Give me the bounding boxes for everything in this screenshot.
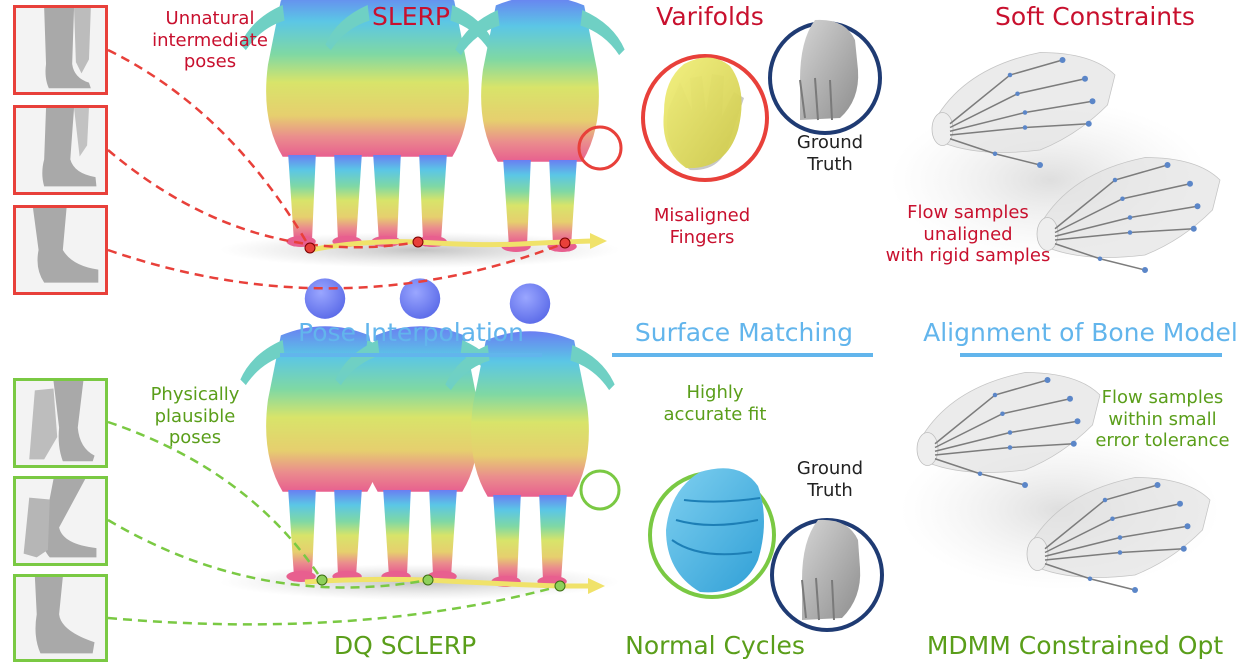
heading-normal-cycles: Normal Cycles	[625, 631, 805, 660]
trajectory-arrow-bottom	[304, 576, 590, 589]
leg-thumbnail-image	[32, 208, 99, 283]
thumbnail-frame-top-3	[13, 205, 108, 295]
thumbnail-frame-bottom-3	[13, 574, 108, 662]
annotation-unnatural-poses: Unnatural intermediate poses	[140, 8, 280, 73]
annotation-line: error tolerance	[1095, 430, 1230, 452]
pose-marker-top-1	[304, 242, 316, 254]
annotation-line: Misaligned	[653, 205, 751, 226]
pose-marker-bottom-2	[422, 574, 434, 586]
pose-marker-top-2	[412, 236, 424, 248]
annotation-line: Truth	[807, 153, 853, 175]
heading-dq-sclerp: DQ SCLERP	[333, 631, 477, 660]
connector-bottom-2	[107, 518, 429, 589]
connector-bottom-3	[107, 584, 561, 626]
annotation-line: accurate fit	[663, 403, 767, 425]
pose-marker-bottom-1	[316, 574, 328, 586]
heading-slerp: SLERP	[371, 2, 451, 31]
leg-thumbnail-image	[44, 8, 91, 89]
hand-highlight-circle-bottom	[579, 469, 621, 511]
annotation-line: Truth	[807, 479, 853, 501]
section-pose-interpolation: Pose Interpolation	[298, 318, 524, 347]
annotation-flow-within: Flow samples within small error toleranc…	[1075, 387, 1250, 452]
misaligned-hand-render	[663, 57, 744, 171]
hand-highlight-circle-top	[577, 125, 623, 171]
connector-bottom-1	[107, 420, 324, 581]
connector-top-1	[107, 48, 312, 249]
annotation-line: within small	[1108, 408, 1217, 430]
annotation-line: Highly	[686, 382, 744, 403]
annotation-line: intermediate	[152, 29, 268, 51]
heading-mdmm: MDMM Constrained Opt	[926, 631, 1224, 660]
thumbnail-frame-bottom-2	[13, 476, 108, 566]
annotation-line: unaligned	[923, 223, 1013, 245]
annotation-ground-truth-top: Ground Truth	[780, 132, 880, 175]
annotation-flow-unaligned: Flow samples unaligned with rigid sample…	[868, 202, 1068, 267]
annotation-line: poses	[183, 51, 237, 73]
annotation-line: with rigid samples	[885, 245, 1051, 267]
leg-thumbnail-image	[23, 479, 97, 558]
annotation-line: Physically	[150, 384, 240, 405]
arrowhead-top	[590, 233, 607, 249]
connector-top-3	[107, 241, 566, 290]
annotation-line: Unnatural	[165, 8, 255, 29]
annotation-physically-plausible: Physically plausible poses	[130, 384, 260, 449]
pose-marker-bottom-3	[554, 580, 566, 592]
connector-top-2	[107, 149, 419, 249]
annotation-line: Flow samples	[907, 202, 1029, 223]
thumbnail-frame-top-1	[13, 5, 108, 95]
section-surface-matching: Surface Matching	[634, 318, 854, 347]
annotation-line: Fingers	[669, 226, 735, 248]
accurate-fit-hand-render	[666, 468, 764, 593]
heading-soft-constraints: Soft Constraints	[995, 2, 1195, 31]
annotation-line: plausible	[154, 405, 236, 427]
annotation-line: Ground	[796, 458, 864, 479]
annotation-highly-accurate: Highly accurate fit	[640, 382, 790, 425]
leg-thumbnail-image	[34, 577, 95, 654]
thumbnail-frame-top-2	[13, 105, 108, 195]
annotation-misaligned-fingers: Misaligned Fingers	[642, 205, 762, 248]
trajectory-arrow-top	[309, 238, 593, 253]
heading-varifolds: Varifolds	[656, 2, 764, 31]
annotation-line: Ground	[796, 132, 864, 153]
section-alignment: Alignment of Bone Model	[923, 318, 1238, 347]
leg-thumbnail-image	[42, 108, 97, 187]
ground-truth-hand-top	[799, 19, 859, 121]
annotation-line: Flow samples	[1101, 387, 1224, 408]
leg-thumbnail-image	[29, 381, 95, 462]
annotation-ground-truth-bottom: Ground Truth	[780, 458, 880, 501]
thumbnail-frame-bottom-1	[13, 378, 108, 468]
pose-marker-top-3	[559, 237, 571, 249]
ground-truth-hand-bottom	[801, 519, 861, 621]
arrowhead-bottom	[588, 578, 605, 594]
annotation-line: poses	[168, 427, 222, 449]
